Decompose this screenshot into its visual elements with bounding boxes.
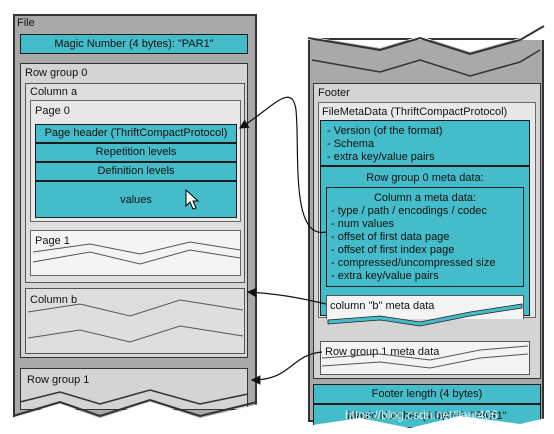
row-group-1-meta-torn-bottom bbox=[321, 353, 529, 369]
definition-levels-row: Definition levels bbox=[35, 162, 237, 181]
row-group-1-meta bbox=[320, 341, 530, 375]
row-group-1-title: Row group 1 bbox=[27, 374, 90, 386]
row-group-1-torn bbox=[19, 389, 249, 405]
row-group-0-meta-title: Row group 0 meta data: bbox=[366, 172, 484, 184]
repetition-levels-row: Repetition levels bbox=[35, 143, 237, 162]
column-a-meta-title: Column a meta data: bbox=[373, 192, 477, 204]
column-b-torn-bottom bbox=[27, 325, 244, 343]
arrow-column-a-to-page-header bbox=[238, 96, 327, 233]
bullet-kv: - extra key/value pairs bbox=[327, 151, 435, 163]
page-1-torn-top bbox=[32, 241, 241, 255]
values-row: values bbox=[35, 181, 237, 218]
bullet-schema: - Schema bbox=[327, 138, 375, 150]
column-b-meta-band bbox=[327, 303, 523, 327]
column-b-meta bbox=[326, 295, 524, 319]
column-b-meta-label: column "b" meta data bbox=[330, 300, 435, 312]
metadata-bullets: - Version (of the format) - Schema - ext… bbox=[320, 120, 530, 166]
footer-torn-bottom bbox=[306, 416, 546, 434]
watermark: https://blog.csdn.net/jiaut406 bbox=[345, 408, 498, 422]
file-metadata-title: FileMetaData (ThriftCompactProtocol) bbox=[322, 106, 508, 118]
page-1-title: Page 1 bbox=[35, 235, 70, 247]
row-group-1-meta-label: Row group 1 meta data bbox=[325, 346, 440, 358]
file-title: File bbox=[17, 17, 35, 29]
arrow-row-group-1-meta bbox=[250, 351, 323, 385]
footer-inner-wave bbox=[311, 49, 541, 77]
arrow-column-b-meta-to-column-b bbox=[246, 287, 327, 305]
column-b-title: Column b bbox=[30, 294, 78, 306]
file-magic-number: Magic Number (4 bytes): "PAR1" bbox=[20, 34, 248, 54]
page-header-row: Page header (ThriftCompactProtocol) bbox=[35, 124, 237, 143]
column-b-torn-top bbox=[27, 299, 244, 317]
footer-length: Footer length (4 bytes) bbox=[313, 384, 541, 404]
meta-item-kv: - extra key/value pairs bbox=[331, 270, 439, 282]
file-torn-bottom bbox=[11, 402, 259, 434]
file-torn-bottom-line bbox=[12, 398, 258, 418]
column-a-title: Column a bbox=[30, 86, 78, 98]
page-1-torn-bottom bbox=[32, 249, 241, 265]
cursor-icon bbox=[185, 188, 200, 210]
bullet-version: - Version (of the format) bbox=[327, 125, 443, 137]
footer-torn-top-line bbox=[307, 25, 545, 56]
column-a-meta: Column a meta data: - type / path / enco… bbox=[326, 187, 524, 287]
footer-torn-top bbox=[306, 24, 546, 52]
meta-item-size: - compressed/uncompressed size bbox=[331, 257, 496, 269]
column-b bbox=[25, 288, 245, 354]
meta-item-type: - type / path / encodings / codec bbox=[331, 205, 487, 217]
meta-item-num-values: - num values bbox=[331, 218, 394, 230]
meta-item-first-data-page: - offset of first data page bbox=[331, 231, 450, 243]
row-group-0-title: Row group 0 bbox=[25, 67, 88, 79]
page-0-title: Page 0 bbox=[35, 105, 70, 117]
footer-title: Footer bbox=[318, 87, 350, 99]
row-group-1-meta-torn-top bbox=[321, 345, 529, 361]
meta-item-first-index-page: - offset of first index page bbox=[331, 244, 455, 256]
